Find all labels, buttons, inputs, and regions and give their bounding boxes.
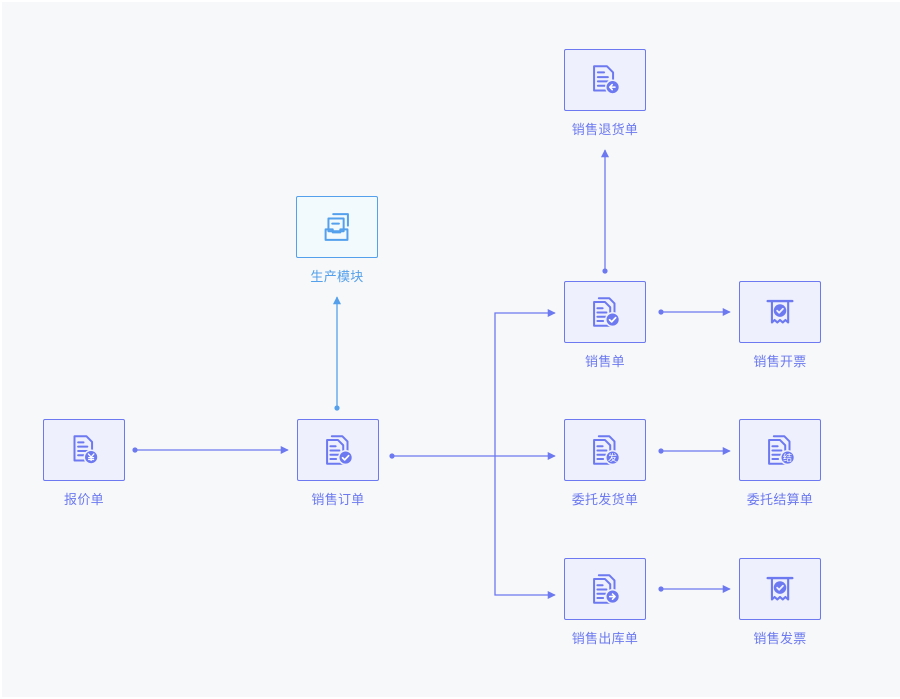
node-box[interactable] bbox=[739, 281, 821, 343]
production-inbox-icon bbox=[324, 213, 349, 241]
node-box[interactable] bbox=[297, 419, 379, 481]
node-label: 生产模块 bbox=[310, 269, 364, 284]
node-label: 销售订单 bbox=[311, 492, 365, 507]
node-box[interactable] bbox=[739, 558, 821, 620]
node-label: 销售出库单 bbox=[571, 631, 639, 646]
document-arrow-right-icon bbox=[593, 574, 621, 605]
node-box[interactable] bbox=[43, 419, 125, 481]
node-box[interactable]: 发 bbox=[564, 419, 646, 481]
certificate-check-icon bbox=[766, 576, 794, 601]
node-box[interactable]: 结 bbox=[739, 419, 821, 481]
edge-branch-to-sales-outbound bbox=[494, 456, 556, 600]
node-label: 销售开票 bbox=[753, 354, 807, 369]
edge-sales-order-confirmed-to-return bbox=[600, 149, 610, 274]
edge-quotation-to-sales-order bbox=[132, 445, 289, 455]
node-sales-invoicing[interactable]: 销售开票 bbox=[738, 281, 822, 369]
node-consigned-settlement[interactable]: 结 委托结算单 bbox=[738, 419, 822, 507]
node-box[interactable] bbox=[564, 281, 646, 343]
node-consigned-shipment[interactable]: 发 委托发货单 bbox=[563, 419, 647, 507]
edge-sales-outbound-to-invoice bbox=[658, 584, 731, 594]
node-label: 委托结算单 bbox=[746, 492, 814, 507]
document-yuan-icon bbox=[73, 435, 99, 465]
node-label: 销售发票 bbox=[753, 631, 807, 646]
svg-text:发: 发 bbox=[608, 452, 617, 463]
node-sales-return-order[interactable]: 销售退货单 bbox=[563, 49, 647, 137]
node-box[interactable] bbox=[296, 196, 378, 258]
node-production-module[interactable]: 生产模块 bbox=[295, 196, 379, 284]
node-quotation[interactable]: 报价单 bbox=[42, 419, 126, 507]
document-check-icon bbox=[326, 435, 354, 466]
document-fa-icon: 发 bbox=[593, 435, 621, 466]
node-sales-outbound[interactable]: 销售出库单 bbox=[563, 558, 647, 646]
edge-consigned-shipment-to-settlement bbox=[658, 446, 731, 456]
svg-text:结: 结 bbox=[783, 452, 792, 463]
edge-sales-order-to-branch bbox=[389, 451, 556, 461]
node-sales-order-confirmed[interactable]: 销售单 bbox=[563, 281, 647, 369]
node-box[interactable] bbox=[564, 49, 646, 111]
node-label: 报价单 bbox=[64, 492, 104, 507]
certificate-check-icon bbox=[766, 299, 794, 324]
node-sales-invoice[interactable]: 销售发票 bbox=[738, 558, 822, 646]
edge-sales-order-confirmed-to-invoicing bbox=[658, 307, 731, 317]
node-label: 销售退货单 bbox=[571, 122, 639, 137]
node-label: 销售单 bbox=[585, 354, 625, 369]
edge-branch-to-sales-order-confirmed bbox=[494, 308, 556, 456]
edge-sales-order-to-production bbox=[332, 296, 342, 411]
node-sales-order[interactable]: 销售订单 bbox=[296, 419, 380, 507]
document-check-icon bbox=[593, 297, 621, 328]
document-jie-icon: 结 bbox=[768, 435, 796, 466]
node-box[interactable] bbox=[564, 558, 646, 620]
document-arrow-left-icon bbox=[593, 65, 621, 95]
node-label: 委托发货单 bbox=[571, 492, 639, 507]
